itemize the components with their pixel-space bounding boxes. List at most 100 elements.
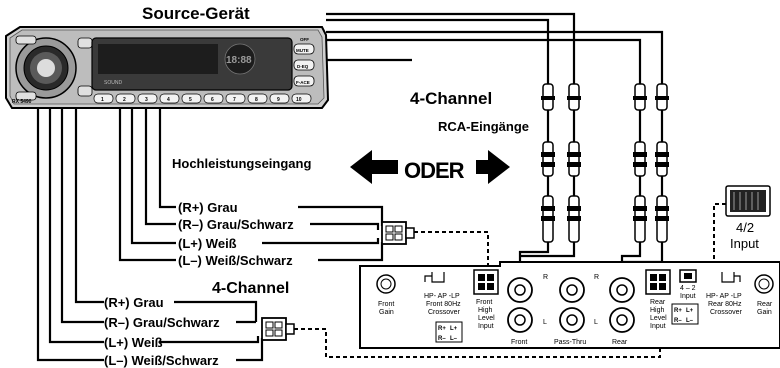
display-sub-text: SOUND	[104, 80, 122, 86]
switch-label-line2: Input	[730, 236, 759, 251]
source-title: Source-Gerät	[142, 4, 250, 23]
group1-wire-r-minus: (R–) Grau/Schwarz	[178, 217, 294, 232]
rca-plug-stack-front	[518, 83, 581, 290]
front-high-label-4: Input	[478, 323, 494, 330]
oder-arrows	[350, 150, 510, 184]
high-level-wires-group-1	[118, 108, 384, 262]
mute-button-label: MUTE	[296, 48, 309, 53]
preset-button-10	[291, 93, 312, 104]
rear-gain-label-1: Rear	[757, 301, 773, 308]
amp-switch-label-2: Input	[680, 293, 696, 300]
source-button-mode	[15, 35, 37, 45]
front-high-label-3: Level	[478, 315, 495, 322]
pass-thru-l-label: L	[594, 319, 598, 326]
group2-heading: 4-Channel	[212, 280, 289, 297]
preset-label-3: 3	[145, 97, 148, 103]
rear-rca-label: Rear	[612, 339, 628, 346]
mute-button	[293, 43, 315, 55]
rear-high-label-1: Rear	[650, 299, 666, 306]
off-label: OFF	[300, 37, 309, 42]
preset-label-6: 6	[211, 97, 214, 103]
preset-button-2	[115, 93, 136, 104]
rear-pin-r-plus: R+	[674, 308, 682, 314]
rear-high-label-4: Input	[650, 323, 666, 330]
connector-plug-1	[381, 221, 415, 245]
brand-label: RX 5490	[12, 99, 32, 105]
source-button-down	[77, 85, 93, 97]
front-high-label-1: Front	[476, 299, 492, 306]
group2-wire-r-minus: (R–) Grau/Schwarz	[104, 315, 220, 330]
face-button-label: F-ACE	[296, 80, 310, 85]
preset-label-10: 10	[296, 97, 302, 103]
rear-pin-l-minus: L–	[686, 318, 694, 324]
face-button	[293, 75, 315, 87]
right-arrow-icon	[476, 150, 510, 184]
side-buttons: MUTE D-EQ F-ACE OFF	[293, 37, 315, 87]
group2-wire-r-plus: (R+) Grau	[104, 295, 164, 310]
dashed-link-switch	[713, 203, 726, 274]
cd-disc-indicator	[224, 43, 256, 75]
preset-button-8	[247, 93, 268, 104]
preset-label-5: 5	[189, 97, 192, 103]
amp-input-switch	[679, 269, 697, 283]
input-switch-enlarged	[725, 185, 771, 217]
rear-gain-label-2: Gain	[757, 309, 772, 316]
lcd-area	[98, 44, 218, 74]
rca-wire-3	[326, 30, 664, 84]
deq-button	[293, 59, 315, 71]
preset-label-1: 1	[101, 97, 104, 103]
rear-crossover-label-1: HP- AP -LP	[706, 293, 742, 300]
rear-rca-jacks	[609, 277, 635, 333]
rear-crossover-label-3: Crossover	[710, 309, 743, 316]
rca-heading: 4-Channel	[410, 89, 492, 108]
front-rca-label: Front	[511, 339, 527, 346]
source-button-up	[77, 37, 93, 49]
preset-label-9: 9	[277, 97, 280, 103]
oder-label: ODER	[404, 158, 465, 183]
front-rca-jacks	[507, 277, 533, 333]
dashed-link-1	[414, 231, 489, 266]
rear-pin-r-minus: R–	[674, 318, 682, 324]
rear-crossover-switch	[721, 272, 741, 283]
front-l-label: L	[543, 319, 547, 326]
front-crossover-label-2: Front 80Hz	[426, 301, 461, 308]
rca-subheading: RCA-Eingänge	[438, 119, 529, 134]
rca-wire-4	[326, 38, 642, 84]
front-pin-l-plus: L+	[450, 326, 458, 332]
switch-label-line1: 4/2	[736, 220, 754, 235]
left-arrow-icon	[350, 150, 398, 184]
front-pin-r-plus: R+	[438, 326, 446, 332]
rca-plug-stack-rear	[620, 83, 669, 290]
preset-button-1	[93, 93, 114, 104]
preset-button-5	[181, 93, 202, 104]
group1-wire-l-minus: (L–) Weiß/Schwarz	[178, 253, 293, 268]
deq-button-label: D-EQ	[297, 64, 309, 69]
preset-label-8: 8	[255, 97, 258, 103]
rear-pin-l-plus: L+	[686, 308, 694, 314]
source-button-band	[15, 91, 37, 101]
front-high-label-2: High	[478, 307, 493, 314]
preset-button-6	[203, 93, 224, 104]
front-gain-label-2: Gain	[379, 309, 394, 316]
front-r-label: R	[543, 274, 548, 281]
preset-button-3	[137, 93, 158, 104]
high-level-wires-group-2	[36, 108, 264, 362]
preset-label-2: 2	[123, 97, 126, 103]
head-unit: RX 5490 18:88 SOUND MUTE D-EQ F-ACE OFF …	[5, 26, 330, 109]
group2-wire-l-minus: (L–) Weiß/Schwarz	[104, 353, 219, 368]
pass-thru-rca-label: Pass-Thru	[554, 339, 586, 346]
group1-wire-r-plus: (R+) Grau	[178, 200, 238, 215]
rca-wire-1	[326, 12, 576, 84]
preset-button-9	[269, 93, 290, 104]
high-level-input-label: Hochleistungseingang	[172, 156, 311, 171]
amplifier-panel: Front Gain HP- AP -LP Front 80Hz Crossov…	[359, 261, 780, 349]
front-high-level-socket	[473, 269, 499, 295]
front-pin-r-minus: R–	[438, 336, 446, 342]
front-crossover-label-3: Crossover	[428, 309, 461, 316]
front-pin-box: R+ L+ R– L–	[435, 321, 463, 343]
pass-thru-rca-jacks	[559, 277, 585, 333]
preset-label-7: 7	[233, 97, 236, 103]
connector-plug-2	[261, 317, 295, 341]
preset-buttons: 1 2 3 4 5 6 7 8 9 10	[93, 93, 312, 104]
